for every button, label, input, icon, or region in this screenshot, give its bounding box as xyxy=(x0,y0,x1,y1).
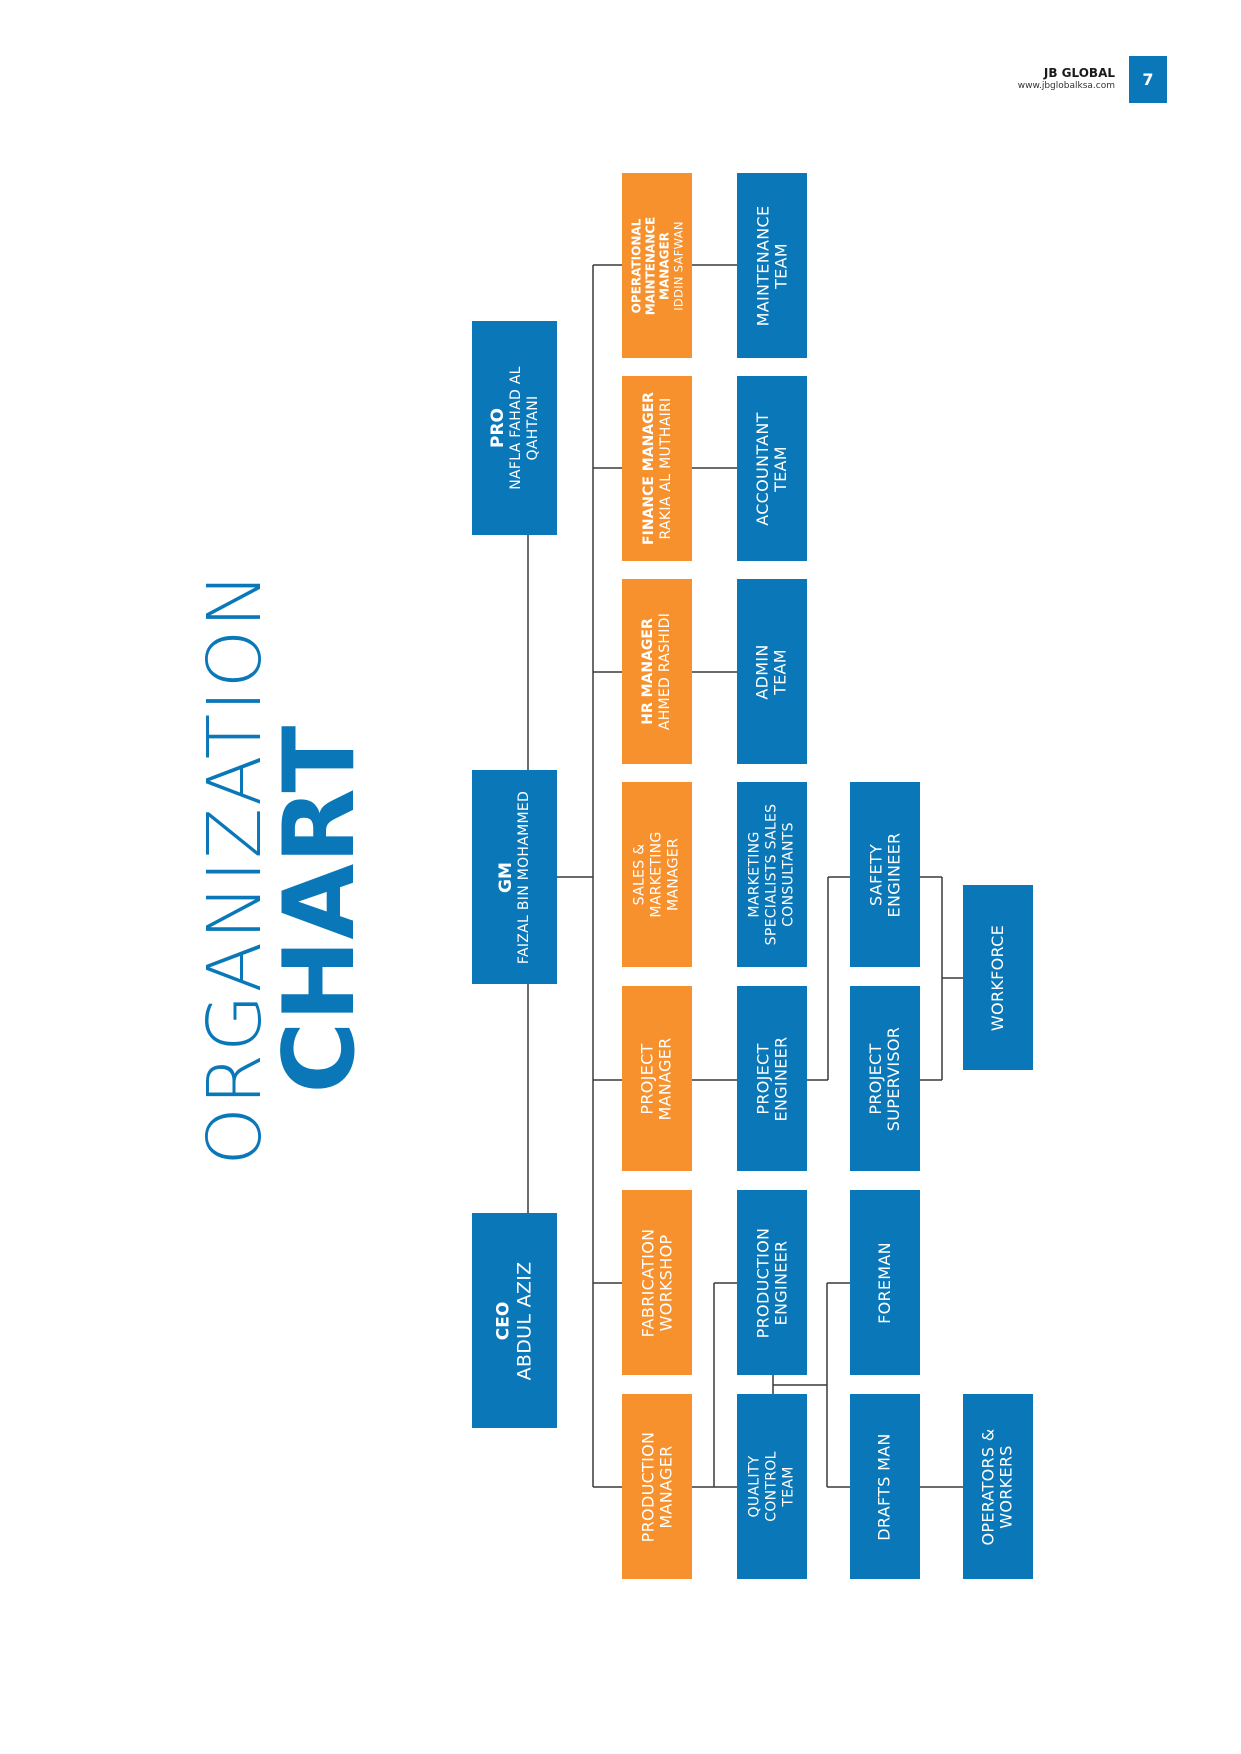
pro-name-line-1: NAFLA FAHAD AL xyxy=(507,366,524,490)
accountant-line-2: TEAM xyxy=(771,445,790,492)
safety-line-2: ENGINEER xyxy=(884,832,903,917)
node-foreman: FOREMAN xyxy=(850,1190,920,1375)
page-number: 7 xyxy=(1129,56,1167,103)
node-maintenance-team: MAINTENANCE TEAM xyxy=(737,173,807,358)
admin-line-2: TEAM xyxy=(770,648,790,695)
op-maint-title-2: MAINTENANCE xyxy=(643,216,657,315)
node-pro: PRO NAFLA FAHAD AL QAHTANI xyxy=(472,321,557,535)
node-admin-team: ADMIN TEAM xyxy=(737,579,807,764)
hr-title: HR MANAGER xyxy=(640,618,657,725)
node-finance-manager: FINANCE MANAGER RAKIA AL MUTHAIRI xyxy=(622,376,692,561)
sales-line-3: MANAGER xyxy=(665,838,682,911)
node-drafts-man: DRAFTS MAN xyxy=(850,1394,920,1579)
node-operators-workers: OPERATORS & WORKERS xyxy=(963,1394,1033,1579)
pro-title: PRO xyxy=(487,407,508,449)
node-sales-marketing-manager: SALES & MARKETING MANAGER xyxy=(622,782,692,967)
operators-line-2: WORKERS xyxy=(997,1444,1016,1529)
op-maint-title-1: OPERATIONAL xyxy=(629,218,643,313)
marketing-line-1: MARKETING xyxy=(746,831,763,918)
admin-line-1: ADMIN xyxy=(752,643,772,700)
node-operational-maintenance-manager: OPERATIONAL MAINTENANCE MANAGER IDDIN SA… xyxy=(622,173,692,358)
qc-line-1: QUALITY xyxy=(746,1455,763,1518)
drafts-man-line-1: DRAFTS MAN xyxy=(875,1432,895,1541)
node-project-supervisor: PROJECT SUPERVISOR xyxy=(850,986,920,1171)
brand-block: JB GLOBAL www.jbglobalksa.com xyxy=(1018,66,1115,92)
node-quality-control-team: QUALITY CONTROL TEAM xyxy=(737,1394,807,1579)
project-engineer-line-1: PROJECT xyxy=(753,1042,772,1115)
gm-title: GM xyxy=(496,861,516,893)
finance-title: FINANCE MANAGER xyxy=(640,392,657,545)
qc-line-3: TEAM xyxy=(780,1466,797,1507)
foreman-line-1: FOREMAN xyxy=(875,1241,894,1324)
workforce-line-1: WORKFORCE xyxy=(988,924,1007,1031)
supervisor-line-1: PROJECT xyxy=(866,1042,885,1115)
fabrication-line-2: WORKSHOP xyxy=(656,1234,676,1331)
project-manager-line-2: MANAGER xyxy=(656,1036,676,1121)
accountant-line-1: ACCOUNTANT xyxy=(753,411,772,526)
ceo-title: CEO xyxy=(493,1301,514,1340)
node-production-engineer: PRODUCTION ENGINEER xyxy=(737,1190,807,1375)
brand-url: www.jbglobalksa.com xyxy=(1017,81,1115,91)
sales-line-1: SALES & xyxy=(631,843,648,906)
marketing-line-3: CONSULTANTS xyxy=(780,822,797,927)
node-fabrication-workshop: FABRICATION WORKSHOP xyxy=(622,1190,692,1375)
node-ceo: CEO ABDUL AZIZ xyxy=(472,1213,557,1428)
node-project-manager: PROJECT MANAGER xyxy=(622,986,692,1171)
production-engineer-line-2: ENGINEER xyxy=(771,1240,790,1325)
brand-name: JB GLOBAL xyxy=(1043,66,1115,80)
gm-name: FAIZAL BIN MOHAMMED xyxy=(516,790,532,964)
maintenance-line-2: TEAM xyxy=(771,242,791,289)
production-manager-line-2: MANAGER xyxy=(656,1444,675,1529)
project-engineer-line-2: ENGINEER xyxy=(771,1036,790,1121)
sales-line-2: MARKETING xyxy=(648,831,665,918)
node-hr-manager: HR MANAGER AHMED RASHIDI xyxy=(622,579,692,764)
node-project-engineer: PROJECT ENGINEER xyxy=(737,986,807,1171)
operators-line-1: OPERATORS & xyxy=(979,1427,998,1546)
production-manager-line-1: PRODUCTION xyxy=(638,1431,657,1542)
fabrication-line-1: FABRICATION xyxy=(638,1228,658,1337)
maintenance-line-1: MAINTENANCE xyxy=(753,205,773,326)
ceo-name: ABDUL AZIZ xyxy=(513,1261,536,1380)
qc-line-2: CONTROL xyxy=(763,1451,780,1522)
hr-name: AHMED RASHIDI xyxy=(657,612,674,731)
finance-name: RAKIA AL MUTHAIRI xyxy=(657,397,674,540)
node-gm: GM FAIZAL BIN MOHAMMED xyxy=(472,770,557,984)
pro-name-line-2: QAHTANI xyxy=(524,395,541,461)
node-marketing-specialists: MARKETING SPECIALISTS SALES CONSULTANTS xyxy=(737,782,807,967)
supervisor-line-2: SUPERVISOR xyxy=(884,1026,903,1131)
safety-line-1: SAFETY xyxy=(866,843,885,906)
op-maint-name: IDDIN SAFWAN xyxy=(671,220,685,311)
project-manager-line-1: PROJECT xyxy=(638,1042,658,1115)
marketing-line-2: SPECIALISTS SALES xyxy=(763,803,780,946)
production-engineer-line-1: PRODUCTION xyxy=(753,1227,772,1338)
node-accountant-team: ACCOUNTANT TEAM xyxy=(737,376,807,561)
node-production-manager: PRODUCTION MANAGER xyxy=(622,1394,692,1579)
node-safety-engineer: SAFETY ENGINEER xyxy=(850,782,920,967)
op-maint-title-3: MANAGER xyxy=(657,231,671,300)
node-workforce: WORKFORCE xyxy=(963,885,1033,1070)
